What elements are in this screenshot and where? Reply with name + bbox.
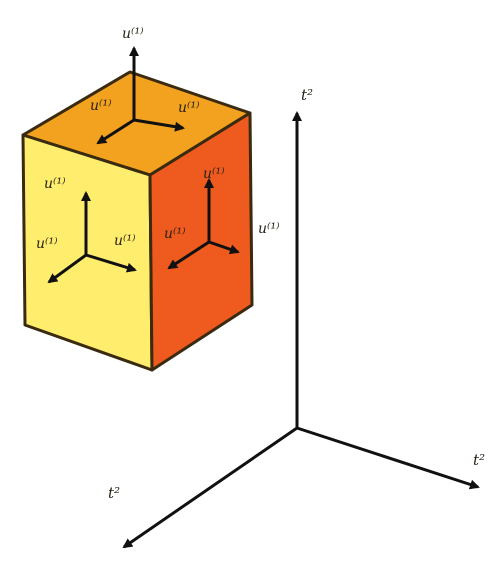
axis-left [122,426,298,549]
top-face-arrows [96,46,185,145]
label-axis-right: t² [473,451,485,469]
label-axis-left: t² [108,484,120,502]
label-axis-up: t² [301,86,313,104]
side-left-arrow [167,240,210,270]
cube-side-face [148,111,254,372]
label-top-right: u⁽¹⁾ [178,100,200,116]
cube [21,70,254,372]
label-front-up: u⁽¹⁾ [44,176,66,192]
label-side-up: u⁽¹⁾ [203,166,225,182]
label-side-right: u⁽¹⁾ [258,221,280,237]
front-face-arrows [47,191,137,284]
label-front-right: u⁽¹⁾ [114,233,136,249]
label-top-left: u⁽¹⁾ [90,98,112,114]
side-right-arrow [208,240,240,255]
front-right-arrow [85,253,137,273]
coordinate-axes [122,111,480,549]
axis-right [296,426,480,490]
label-front-left: u⁽¹⁾ [36,236,58,252]
side-face-arrows [167,178,240,270]
label-side-left: u⁽¹⁾ [164,226,186,242]
top-right-arrow [133,118,185,132]
top-left-arrow [96,118,135,145]
front-left-arrow [47,253,87,284]
label-top-vertical: u⁽¹⁾ [122,26,144,42]
